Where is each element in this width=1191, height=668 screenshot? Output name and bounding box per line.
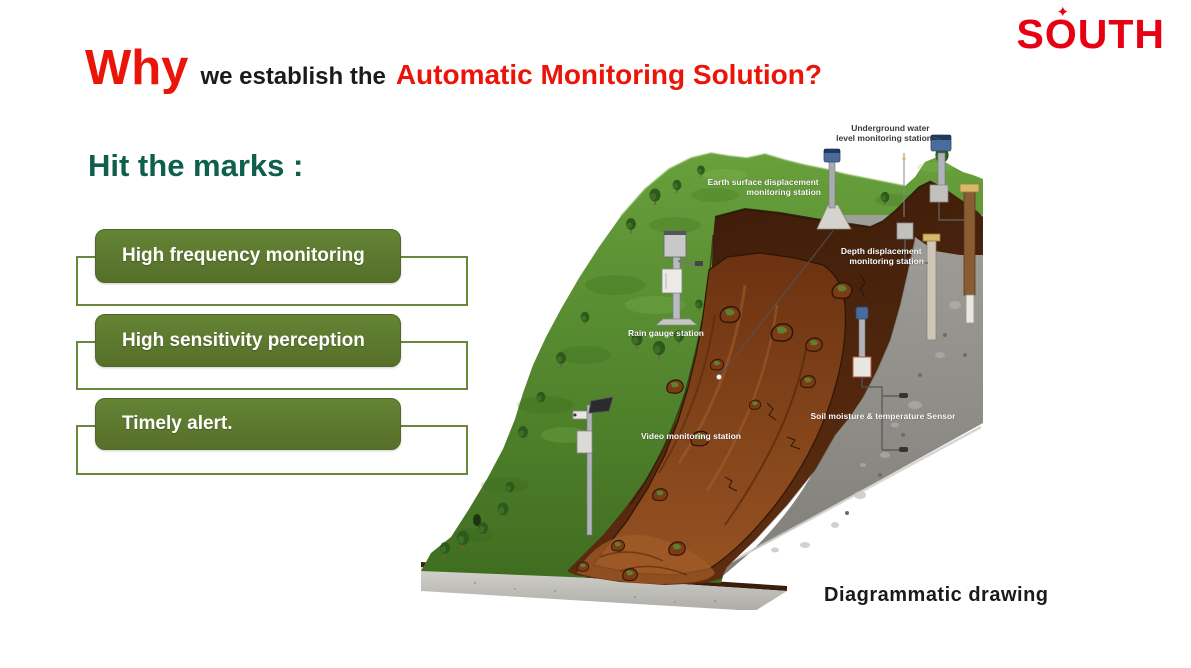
- landslide-diagram: Underground water level monitoring stati…: [421, 123, 983, 610]
- earth-surface-station: [716, 148, 852, 380]
- label-soil: Soil moisture & temperature Sensor: [810, 411, 956, 421]
- section-heading: Hit the marks :: [88, 148, 304, 183]
- label-depth-displacement: Depth displacement monitoring station: [841, 246, 924, 266]
- boreholes: [922, 183, 980, 341]
- antenna-mast: [896, 153, 928, 264]
- rain-gauge-station: [654, 230, 703, 326]
- logo-text: SOUTH: [1016, 11, 1165, 57]
- label-video: Video monitoring station: [641, 431, 741, 441]
- mark-item: Timely alert.: [95, 398, 401, 450]
- title-why: Why: [85, 41, 189, 95]
- label-rain-gauge: Rain gauge station: [628, 328, 704, 338]
- south-logo: ✦ SOUTH: [1016, 5, 1166, 57]
- diagram-labels: Underground water level monitoring stati…: [628, 123, 957, 441]
- logo-star-icon: ✦: [1056, 4, 1071, 21]
- mark-item: High frequency monitoring: [95, 229, 401, 283]
- title-middle: we establish the: [200, 63, 386, 90]
- title-highlight: Automatic Monitoring Solution?: [395, 59, 822, 90]
- underground-water-station: [929, 134, 964, 221]
- soil-sensor-station: [852, 306, 908, 452]
- mark-item: High sensitivity perception: [95, 314, 401, 367]
- label-earth-surface: Earth surface displacement monitoring st…: [708, 177, 821, 197]
- video-station: [572, 396, 614, 536]
- diagram-caption: Diagrammatic drawing: [824, 584, 1049, 606]
- label-underground-water: Underground water level monitoring stati…: [836, 123, 932, 143]
- page-title: Why we establish the Automatic Monitorin…: [85, 40, 822, 96]
